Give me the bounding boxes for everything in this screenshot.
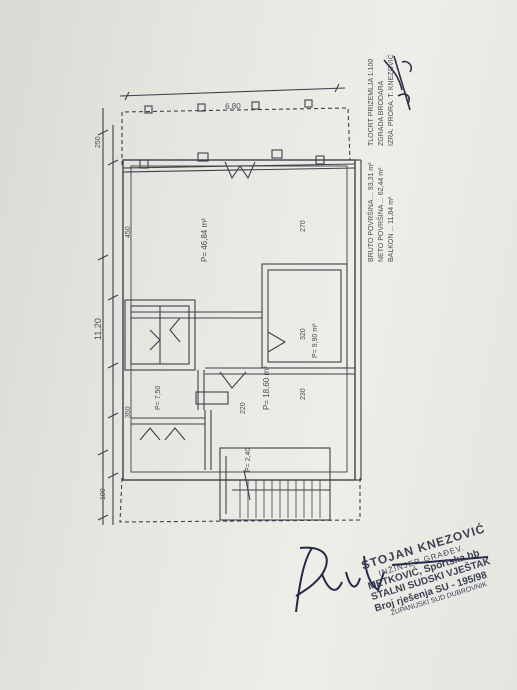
title-block-line: ZGRADA BRODARA [378,80,385,146]
area-note-line: BRUTO POVRŠINA ... 93,31 m² [368,162,375,262]
dimension-label: 220 [240,402,247,414]
dimension-label: 450 [125,226,132,238]
title-block-line: IZRA. PRORA. T. KNEZOVIĆ [388,54,395,146]
dimension-label: 250 [95,136,102,148]
exterior-walls [122,159,356,481]
area-note-line: BALKON ... 11,84 m² [388,196,395,262]
overall-length-dimension: 11,20 [93,318,103,340]
living-room-area: P= 46,84 m² [200,218,209,262]
hall-door-symbol [219,371,247,389]
dimension-label: 350 [125,406,132,418]
area-note-line: NETO POVRŠINA ... 62,44 m² [378,167,385,262]
title-block-line: TLOCRT PRIZEMLJA 1:100 [368,58,375,146]
bathroom-walls [124,299,196,371]
dimension-label: 230 [300,388,307,400]
dimension-label: 320 [300,328,307,340]
terrace-outline [119,477,361,523]
top-width-dimension: 6,80 [225,101,241,111]
staircase [219,447,331,521]
dimension-label: 270 [300,220,307,232]
hall-area: P= 18,60 m² [262,366,271,410]
balcony-door-symbol [224,161,256,180]
top-dimension-line [119,87,346,97]
lower-room-area: P= 7,50 [155,385,162,410]
small-room-area: P= 2,40 [245,447,252,472]
side-room-walls [261,263,348,369]
side-room-area: P= 9,90 m² [312,323,319,358]
bottom-signature [295,546,489,613]
dimension-label: 100 [100,488,107,500]
top-signature [383,55,413,111]
